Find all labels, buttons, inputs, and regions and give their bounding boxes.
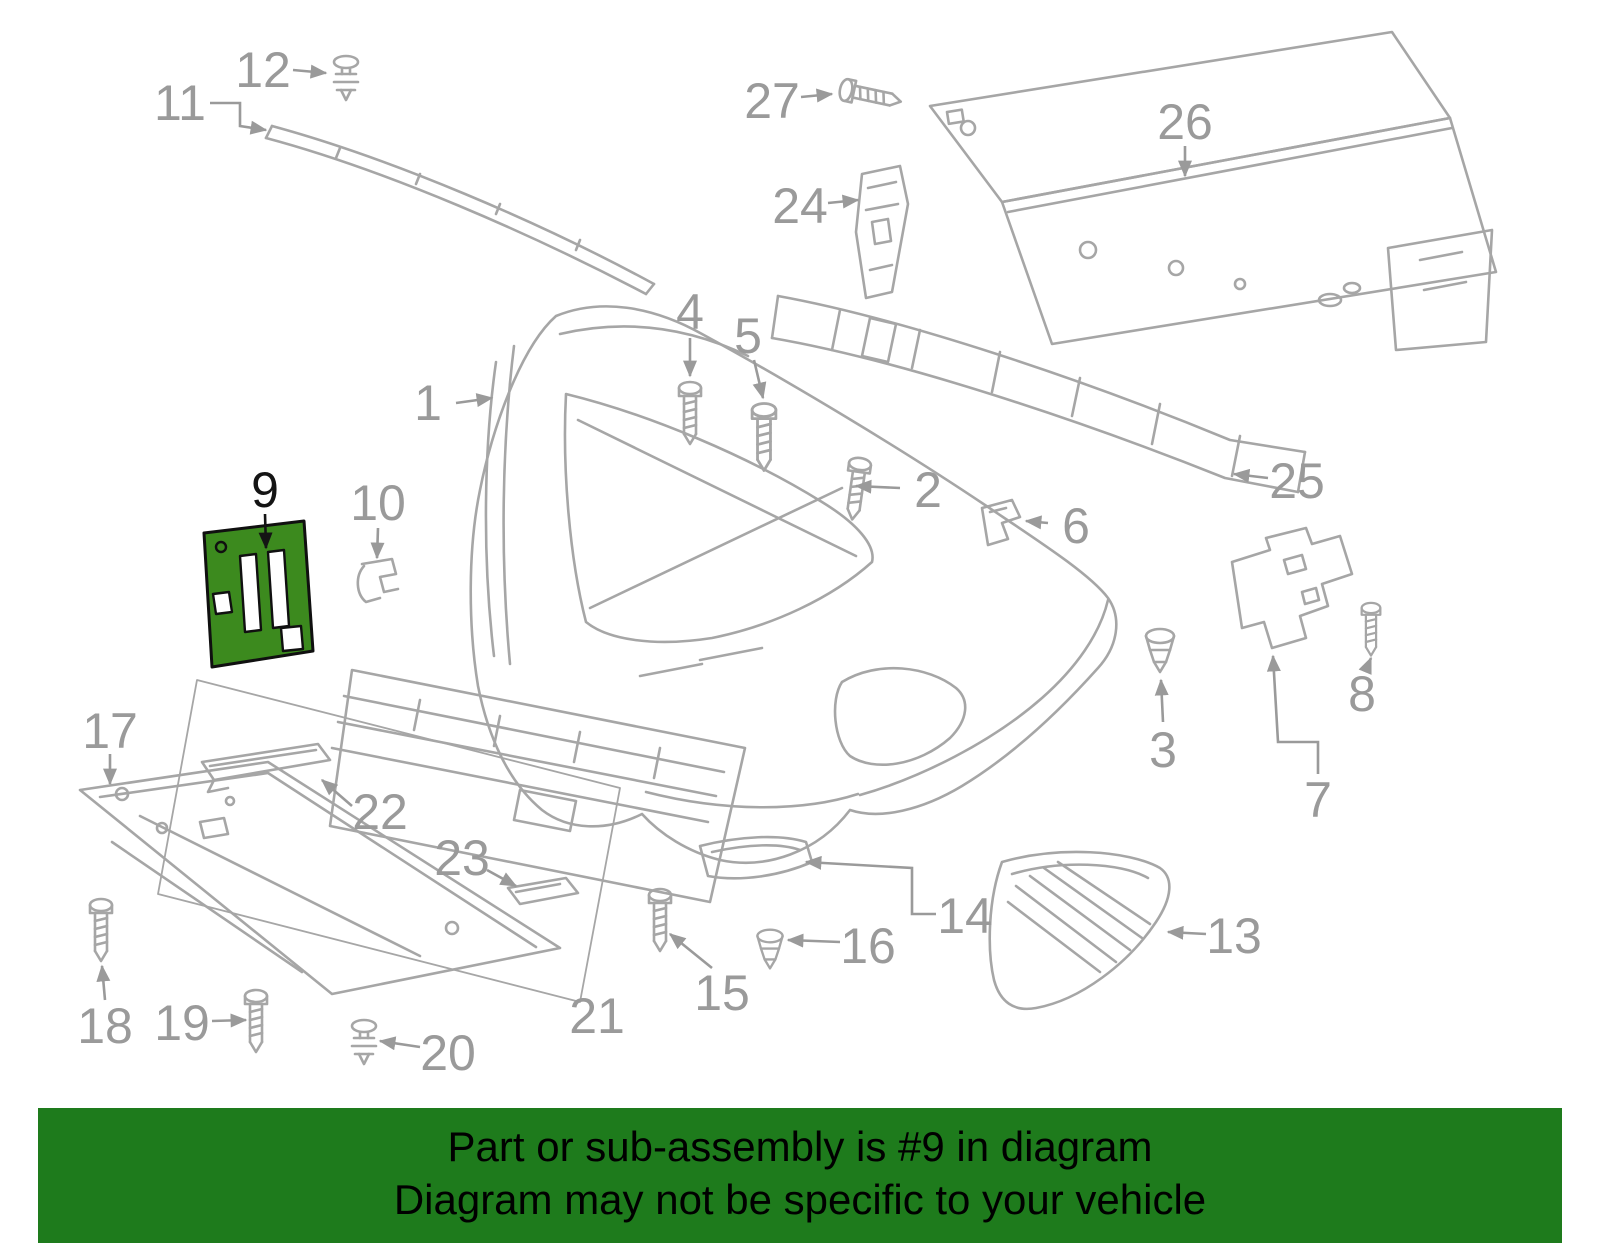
callout-label-18: 18 <box>77 998 133 1054</box>
callout-label-25: 25 <box>1269 453 1325 509</box>
callout-leader-8 <box>1358 656 1373 675</box>
callout-label-24: 24 <box>772 178 828 234</box>
line-art-layer <box>78 30 1498 1066</box>
screw-15-drawing <box>647 887 673 953</box>
callout-label-2: 2 <box>914 462 942 518</box>
callout-leader-16 <box>786 933 841 948</box>
callout-label-4: 4 <box>676 284 704 340</box>
callout-label-14: 14 <box>937 888 993 944</box>
callout-leader-19 <box>211 1013 248 1028</box>
callout-label-23: 23 <box>434 830 490 886</box>
callout-label-19: 19 <box>154 995 210 1051</box>
grommet-16-drawing <box>756 928 784 970</box>
callout-label-11: 11 <box>154 75 206 131</box>
callout-label-15: 15 <box>694 965 750 1021</box>
callout-leader-1 <box>455 393 494 408</box>
bolt-5-drawing <box>750 402 778 472</box>
reinforcement-beam-drawing <box>928 30 1498 352</box>
callout-leader-14 <box>804 855 936 916</box>
bracket-23-drawing <box>506 876 580 906</box>
callout-label-9: 9 <box>251 462 279 518</box>
callout-label-16: 16 <box>840 918 896 974</box>
hood-molding-drawing <box>264 124 656 296</box>
callout-label-10: 10 <box>350 475 406 531</box>
diagram-note-banner: Part or sub-assembly is #9 in diagram Di… <box>38 1107 1562 1243</box>
bolt-27-drawing <box>836 76 905 114</box>
callout-leader-20 <box>378 1036 421 1051</box>
upper-support-24-drawing <box>854 164 910 300</box>
banner-line-2: Diagram may not be specific to your vehi… <box>393 1176 1207 1224</box>
callout-leader-11 <box>210 101 268 135</box>
callout-label-1: 1 <box>414 375 442 431</box>
energy-absorber-25-drawing <box>770 294 1307 494</box>
callout-label-7: 7 <box>1304 772 1332 828</box>
callout-label-13: 13 <box>1206 908 1262 964</box>
callout-leader-23 <box>486 868 518 888</box>
callout-leader-10 <box>370 527 385 560</box>
screw-19-drawing <box>243 988 269 1054</box>
clip-6-drawing <box>980 498 1022 547</box>
fog-grille-13-drawing <box>988 850 1171 1011</box>
grommet-3-drawing <box>1144 627 1176 674</box>
callout-label-12: 12 <box>235 42 291 98</box>
bracket-7-drawing <box>1230 526 1354 650</box>
bumper-cover-drawing <box>469 305 1118 864</box>
callout-leader-27 <box>800 88 834 103</box>
banner-line-1: Part or sub-assembly is #9 in diagram <box>447 1122 1153 1170</box>
callout-leader-13 <box>1166 925 1207 940</box>
callout-leader-9 <box>258 513 273 550</box>
callout-label-22: 22 <box>352 784 408 840</box>
callout-leader-12 <box>292 64 328 79</box>
callout-label-27: 27 <box>744 73 800 129</box>
callout-label-5: 5 <box>734 308 762 364</box>
bolt-2-drawing <box>840 455 874 523</box>
callout-leader-18 <box>96 964 111 1001</box>
screw-18-drawing <box>88 897 114 963</box>
callout-leader-2 <box>854 479 901 494</box>
callout-leader-3 <box>1154 678 1169 723</box>
undercover-outline-21-drawing <box>157 679 621 1003</box>
callout-label-26: 26 <box>1157 94 1213 150</box>
clip-20-drawing <box>350 1018 378 1066</box>
highlighted-part-9 <box>202 519 315 669</box>
clip-10-drawing <box>356 557 400 604</box>
clip-12-drawing <box>332 54 360 102</box>
callout-label-3: 3 <box>1149 722 1177 778</box>
callout-leader-25 <box>1232 468 1269 483</box>
bolt-8-drawing <box>1360 601 1382 657</box>
bracket-22-drawing <box>200 742 332 794</box>
callout-leader-7 <box>1266 654 1320 774</box>
splash-shield-17-drawing <box>78 760 562 996</box>
callout-leader-15 <box>668 932 713 970</box>
callout-label-8: 8 <box>1348 666 1376 722</box>
callout-label-17: 17 <box>82 703 138 759</box>
callout-leader-6 <box>1024 515 1049 530</box>
callout-leader-5 <box>752 359 767 400</box>
callout-label-20: 20 <box>420 1025 476 1081</box>
callout-label-6: 6 <box>1062 498 1090 554</box>
callout-leader-24 <box>827 194 860 209</box>
engine-undercover-drawing <box>328 668 747 904</box>
callout-leader-22 <box>320 779 353 807</box>
callout-label-21: 21 <box>569 988 625 1044</box>
